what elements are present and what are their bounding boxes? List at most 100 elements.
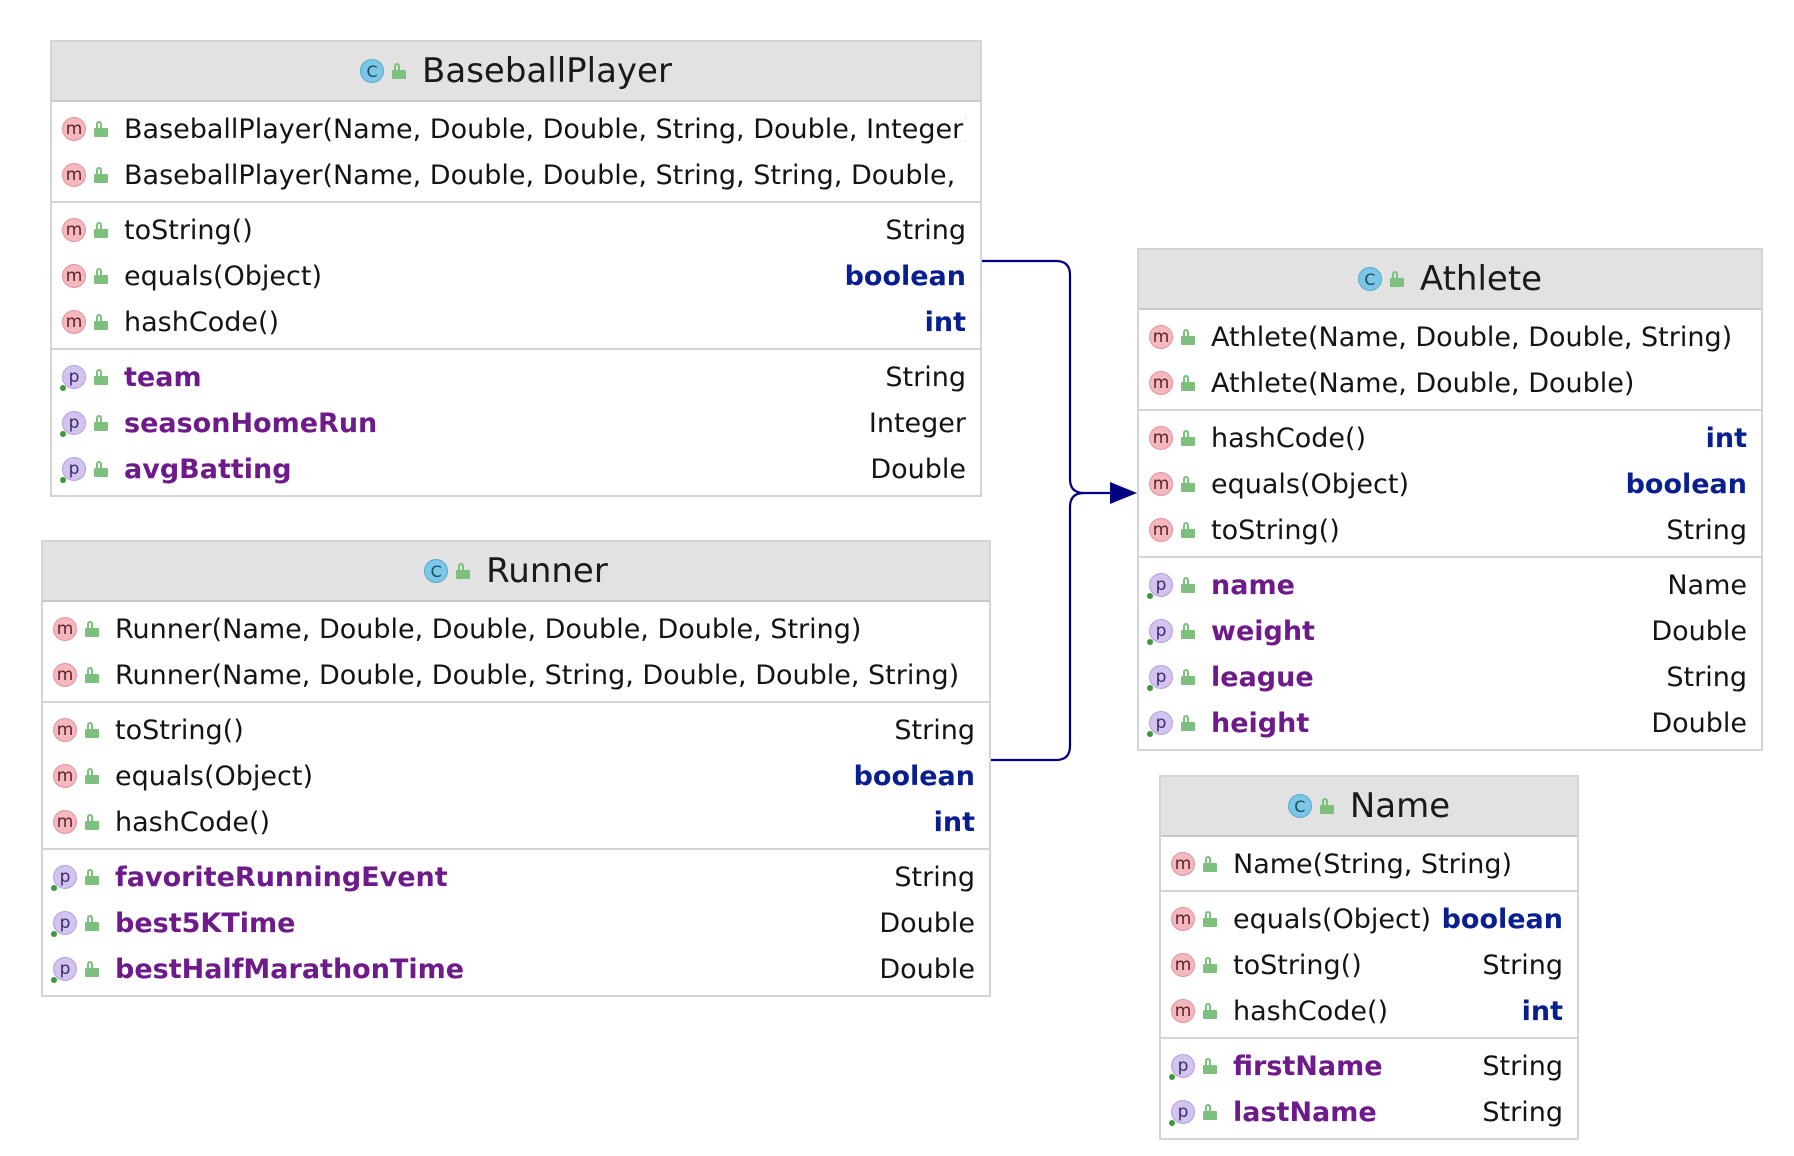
public-lock-icon (1389, 271, 1404, 287)
property-icon: p (51, 865, 77, 891)
property-name: height (1211, 707, 1310, 739)
method-icon: m (62, 117, 86, 141)
property-name: league (1211, 661, 1314, 693)
method-icon: m (1171, 999, 1195, 1023)
property-name: favoriteRunningEvent (115, 861, 448, 893)
return-type: String (1666, 514, 1747, 546)
return-type: Double (1651, 615, 1747, 647)
property-icon: p (1169, 1100, 1195, 1126)
method-name: equals(Object) (1211, 468, 1409, 500)
public-lock-icon (1319, 798, 1334, 814)
public-lock-icon (1181, 476, 1195, 492)
public-lock-icon (85, 667, 99, 683)
public-lock-icon (1203, 1104, 1217, 1120)
method-icon: m (53, 718, 77, 742)
connector-runner-to-athlete (991, 491, 1085, 762)
method-name: equals(Object) (1233, 903, 1430, 935)
connector-baseballplayer-to-athlete (982, 259, 1085, 495)
property-icon: p (60, 411, 86, 437)
method-icon: m (62, 264, 86, 288)
public-lock-icon (94, 369, 108, 385)
class-icon: C (1357, 267, 1382, 291)
return-type: Integer (868, 407, 966, 439)
property-row[interactable]: p seasonHomeRun Integer (52, 400, 980, 446)
public-lock-icon (94, 268, 108, 284)
public-lock-icon (94, 121, 108, 137)
return-type: boolean (844, 260, 966, 292)
return-type: Double (879, 953, 975, 985)
return-type: String (1482, 1050, 1563, 1082)
method-icon: m (1171, 852, 1195, 876)
method-row[interactable]: m toString() String (43, 707, 989, 753)
class-header[interactable]: C BaseballPlayer (52, 42, 980, 102)
property-icon: p (1147, 665, 1173, 691)
class-title: Runner (486, 551, 608, 591)
public-lock-icon (1181, 375, 1195, 391)
class-icon: C (360, 59, 385, 83)
method-row[interactable]: m equals(Object) boolean (52, 253, 980, 299)
return-type: String (894, 714, 975, 746)
method-icon: m (1149, 472, 1173, 496)
public-lock-icon (1181, 715, 1195, 731)
public-lock-icon (1181, 577, 1195, 593)
method-name: toString() (115, 714, 244, 746)
method-icon: m (53, 764, 77, 788)
return-type: int (1521, 995, 1563, 1027)
public-lock-icon (1203, 856, 1217, 872)
method-icon: m (62, 310, 86, 334)
public-lock-icon (1181, 430, 1195, 446)
public-lock-icon (1181, 329, 1195, 345)
property-name: firstName (1233, 1050, 1383, 1082)
method-icon: m (62, 163, 86, 187)
method-name: equals(Object) (124, 260, 322, 292)
public-lock-icon (1181, 522, 1195, 538)
public-lock-icon (94, 461, 108, 477)
property-name: seasonHomeRun (124, 407, 378, 439)
constructor-signature: Runner(Name, Double, Double, Double, Dou… (115, 613, 862, 645)
constructor-signature: Runner(Name, Double, Double, String, Dou… (115, 659, 960, 691)
property-icon: p (51, 957, 77, 983)
class-title: BaseballPlayer (422, 51, 672, 91)
